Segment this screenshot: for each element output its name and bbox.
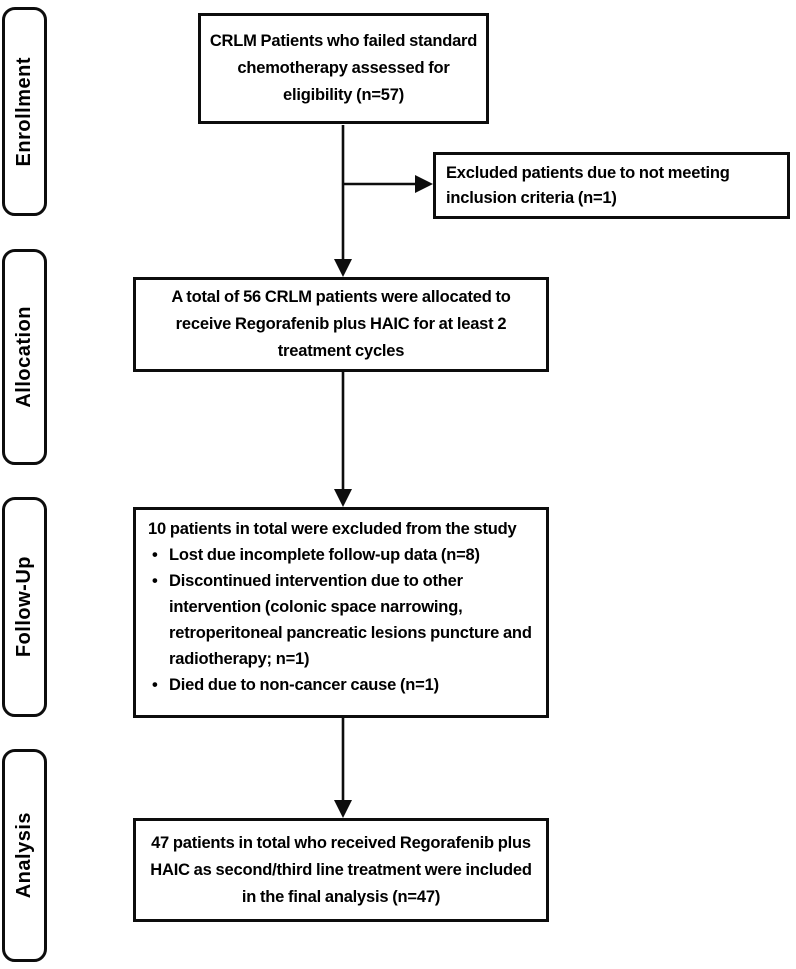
stage-label-allocation-text: Allocation <box>13 306 35 408</box>
box-excluded: Excluded patients due to not meeting inc… <box>433 152 790 219</box>
arrow-followup-to-analysis <box>334 718 352 818</box>
box-follow-up-exclusions: 10 patients in total were excluded from … <box>133 507 549 718</box>
arrowhead-down-icon <box>334 800 352 818</box>
stage-label-analysis-text: Analysis <box>13 812 35 899</box>
stage-label-follow-up-text: Follow-Up <box>13 556 35 658</box>
follow-up-exclusion-list: Lost due incomplete follow-up data (n=8)… <box>148 542 538 698</box>
stage-label-allocation: Allocation <box>2 249 47 465</box>
follow-up-exclusion-item: Died due to non-cancer cause (n=1) <box>148 672 538 698</box>
arrow-eligibility-to-allocation <box>334 125 352 277</box>
arrowhead-down-icon <box>334 489 352 507</box>
follow-up-exclusion-item: Discontinued intervention due to other i… <box>148 568 538 672</box>
box-allocation: A total of 56 CRLM patients were allocat… <box>133 277 549 372</box>
box-excluded-text: Excluded patients due to not meeting inc… <box>446 163 730 207</box>
box-allocation-text: A total of 56 CRLM patients were allocat… <box>171 288 511 360</box>
follow-up-exclusion-item: Lost due incomplete follow-up data (n=8) <box>148 542 538 568</box>
arrow-allocation-to-followup <box>334 372 352 507</box>
arrow-branch-to-excluded <box>343 175 433 193</box>
box-analysis: 47 patients in total who received Regora… <box>133 818 549 922</box>
stage-label-follow-up: Follow-Up <box>2 497 47 717</box>
box-analysis-text: 47 patients in total who received Regora… <box>150 833 532 906</box>
box-follow-up-intro: 10 patients in total were excluded from … <box>148 520 517 538</box>
box-eligibility: CRLM Patients who failed standard chemot… <box>198 13 489 124</box>
stage-label-enrollment-text: Enrollment <box>13 56 35 167</box>
arrowhead-right-icon <box>415 175 433 193</box>
stage-label-enrollment: Enrollment <box>2 7 47 216</box>
arrowhead-down-icon <box>334 259 352 277</box>
stage-label-analysis: Analysis <box>2 749 47 962</box>
box-eligibility-text: CRLM Patients who failed standard chemot… <box>209 32 478 104</box>
